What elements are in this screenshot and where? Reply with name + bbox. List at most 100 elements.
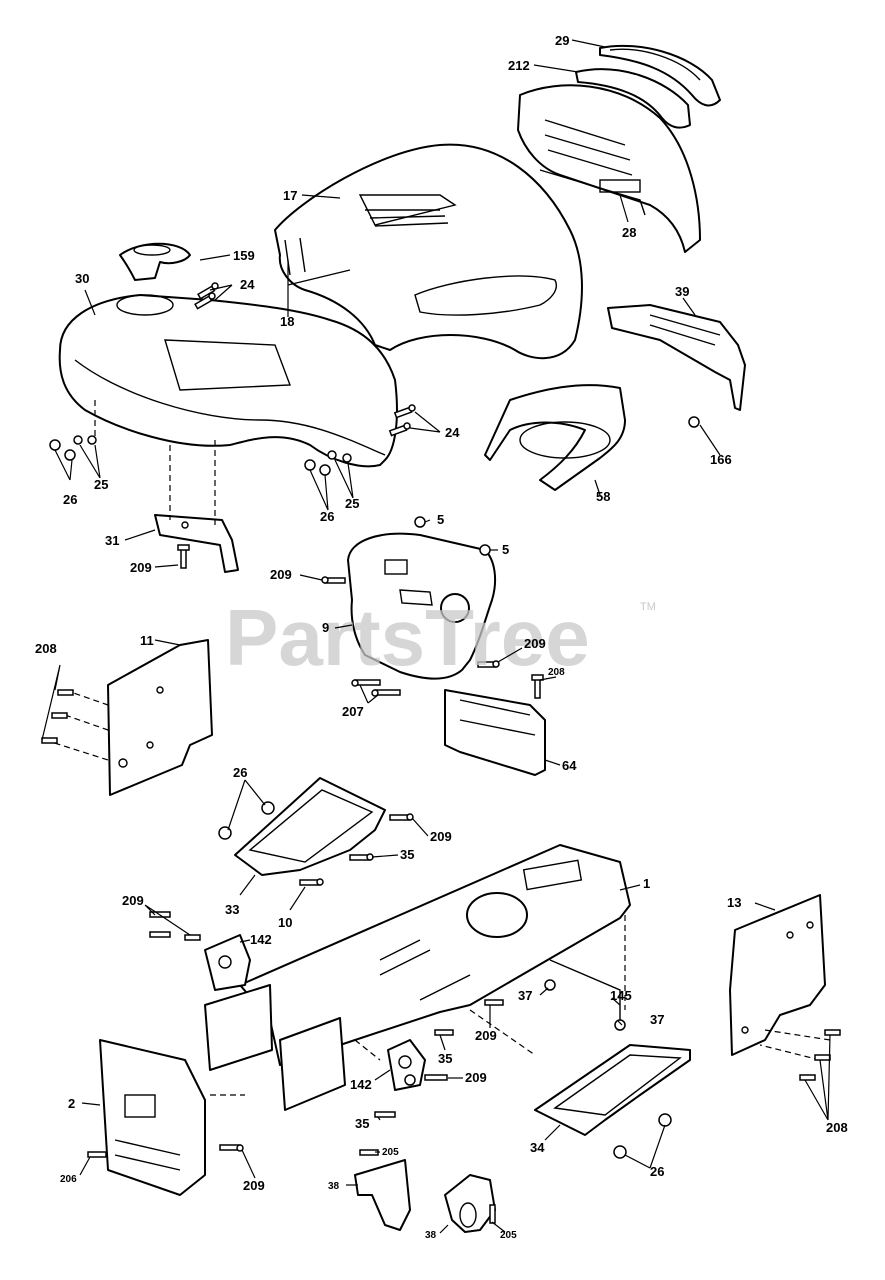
label-26a: 26 <box>63 492 77 507</box>
bolt-icon <box>424 1074 448 1081</box>
label-33: 33 <box>225 902 239 917</box>
bolt-icon <box>41 737 58 744</box>
hood-trim-29[interactable] <box>599 44 721 107</box>
label-209b: 209 <box>270 567 292 582</box>
label-5b: 5 <box>502 542 509 557</box>
dash-panel-30[interactable] <box>58 294 398 468</box>
label-5a: 5 <box>437 512 444 527</box>
label-11: 11 <box>140 633 154 648</box>
label-26d: 26 <box>650 1164 664 1179</box>
bracket-38-left[interactable] <box>354 1159 411 1231</box>
leader-lines <box>41 39 831 1234</box>
bolt-icon <box>477 660 500 668</box>
bolt-icon <box>531 674 544 699</box>
nut-icon <box>479 544 491 556</box>
label-2: 2 <box>68 1096 75 1111</box>
dash-console-9[interactable] <box>347 532 497 680</box>
label-209c: 209 <box>524 636 546 651</box>
label-30: 30 <box>75 271 89 286</box>
bolt-icon <box>688 416 700 428</box>
bracket-2[interactable] <box>99 1039 206 1196</box>
bracket-39[interactable] <box>607 304 746 411</box>
label-9: 9 <box>322 620 329 635</box>
bracket-38-right[interactable] <box>444 1174 496 1233</box>
label-212: 212 <box>508 58 530 73</box>
label-35b: 35 <box>438 1051 452 1066</box>
watermark: PartsTree <box>225 593 590 682</box>
bolt-icon <box>57 689 74 696</box>
bolt-icon <box>321 576 346 584</box>
label-209a: 209 <box>130 560 152 575</box>
label-209f: 209 <box>475 1028 497 1043</box>
nut-icon <box>544 979 556 991</box>
footrest-34[interactable] <box>534 1044 691 1136</box>
label-64: 64 <box>562 758 577 773</box>
bracket-64[interactable] <box>444 689 546 776</box>
label-35a: 35 <box>400 847 414 862</box>
label-208b: 208 <box>548 667 565 678</box>
hood-17[interactable] <box>274 143 583 360</box>
hardware <box>41 282 841 1224</box>
washer-icon <box>342 453 352 463</box>
label-25b: 25 <box>345 496 359 511</box>
callout-labels: 29 212 17 159 24 30 18 28 39 24 166 58 2… <box>35 33 848 1241</box>
label-24a: 24 <box>240 277 255 292</box>
bolt-icon <box>149 931 171 938</box>
nut-icon <box>319 464 331 476</box>
side-panel-11[interactable] <box>107 639 213 796</box>
bolt-icon <box>177 544 190 569</box>
bolt-icon <box>799 1074 816 1081</box>
label-28: 28 <box>622 225 636 240</box>
label-205a: 205 <box>382 1147 399 1158</box>
shroud-58[interactable] <box>484 384 626 491</box>
label-25a: 25 <box>94 477 108 492</box>
bracket-31[interactable] <box>154 514 239 573</box>
label-208c: 208 <box>826 1120 848 1135</box>
bolt-icon <box>351 679 381 687</box>
label-35c: 35 <box>355 1116 369 1131</box>
label-31: 31 <box>105 533 119 548</box>
fuel-cap-159[interactable] <box>119 242 191 281</box>
label-34: 34 <box>530 1140 545 1155</box>
label-209d: 209 <box>430 829 452 844</box>
bolt-icon <box>194 292 216 310</box>
bolt-icon <box>51 712 68 719</box>
hood-front-28[interactable] <box>517 84 701 253</box>
bolt-icon <box>374 1111 396 1118</box>
label-24b: 24 <box>445 425 460 440</box>
bolt-icon <box>484 999 504 1006</box>
label-209h: 209 <box>243 1178 265 1193</box>
label-145: 145 <box>610 988 632 1003</box>
label-17: 17 <box>283 188 297 203</box>
nut-icon <box>613 1145 627 1159</box>
label-207: 207 <box>342 704 364 719</box>
bolt-icon <box>349 853 374 861</box>
washer-icon <box>73 435 83 445</box>
nut-icon <box>614 1019 626 1031</box>
bracket-142-lower[interactable] <box>387 1039 426 1091</box>
side-panel-13[interactable] <box>729 894 826 1056</box>
label-1: 1 <box>643 876 650 891</box>
label-38b: 38 <box>425 1230 437 1241</box>
label-39: 39 <box>675 284 689 299</box>
label-166: 166 <box>710 452 732 467</box>
bracket-142-upper[interactable] <box>204 934 251 991</box>
footrest-33[interactable] <box>234 777 386 876</box>
label-38a: 38 <box>328 1181 340 1192</box>
nut-icon <box>658 1113 672 1127</box>
bolt-icon <box>87 1151 107 1158</box>
bolt-icon <box>388 422 411 437</box>
bolt-icon <box>219 1144 244 1152</box>
bolt-icon <box>824 1029 841 1036</box>
bolt-icon <box>393 404 416 419</box>
frame-1[interactable] <box>239 844 631 1066</box>
hood-trim-212[interactable] <box>575 68 691 129</box>
label-142a: 142 <box>250 932 272 947</box>
frame-plate[interactable] <box>204 984 346 1111</box>
label-208a: 208 <box>35 641 57 656</box>
label-18: 18 <box>280 314 294 329</box>
label-10: 10 <box>278 915 292 930</box>
label-29: 29 <box>555 33 569 48</box>
label-159: 159 <box>233 248 255 263</box>
bolt-icon <box>184 934 201 941</box>
